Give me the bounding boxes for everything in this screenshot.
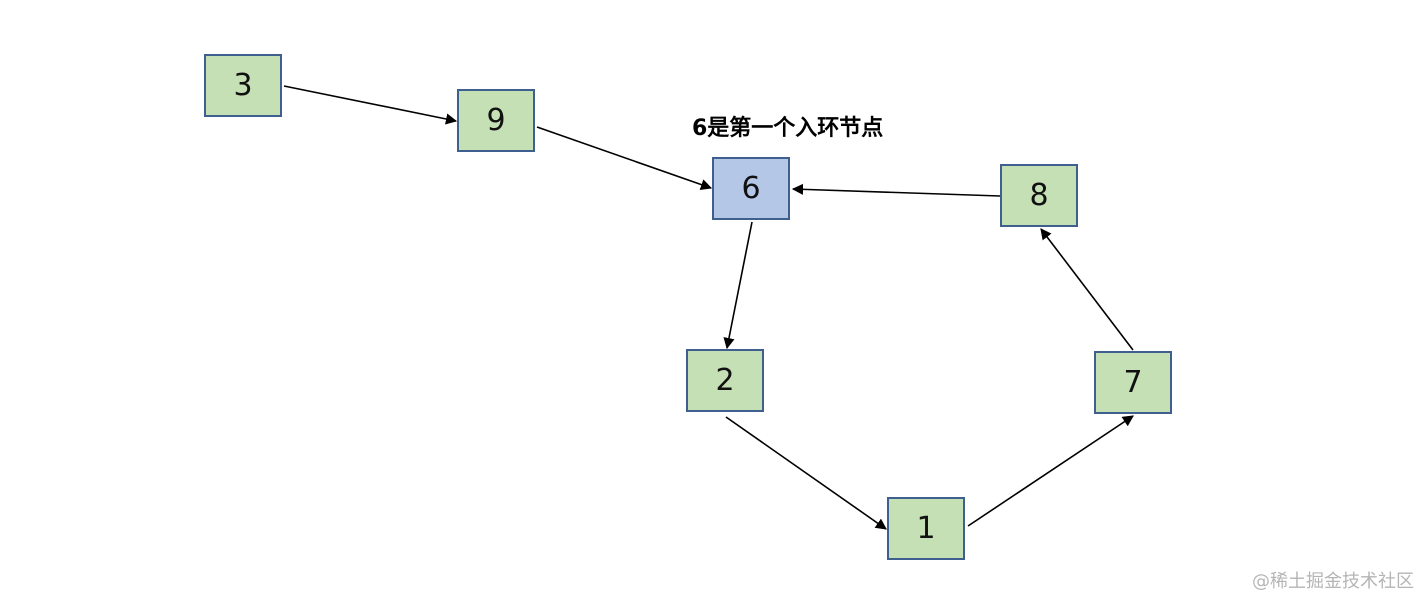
- node-6-entry: 6: [712, 157, 790, 220]
- node-label: 8: [1029, 177, 1049, 213]
- node-label: 2: [715, 362, 735, 398]
- watermark: @稀土掘金技术社区: [1252, 571, 1414, 592]
- node-3: 3: [204, 54, 282, 117]
- node-label: 1: [916, 510, 936, 546]
- edge-1-to-7: [967, 415, 1134, 527]
- edge-2-to-1: [725, 416, 887, 530]
- edge-8-to-6: [791, 183, 1001, 197]
- entry-node-annotation: 6是第一个入环节点: [692, 116, 884, 141]
- node-1: 1: [887, 497, 965, 560]
- edge-9-to-6: [536, 126, 713, 190]
- node-label: 9: [486, 102, 506, 138]
- edge-3-to-9: [283, 85, 458, 125]
- node-9: 9: [457, 89, 535, 152]
- node-7: 7: [1094, 351, 1172, 414]
- node-label: 3: [233, 67, 253, 103]
- node-label: 7: [1123, 364, 1143, 400]
- edge-6-to-2: [723, 221, 753, 350]
- node-2: 2: [686, 349, 764, 412]
- node-label: 6: [741, 170, 761, 206]
- edge-7-to-8: [1040, 228, 1134, 351]
- node-8: 8: [1000, 164, 1078, 227]
